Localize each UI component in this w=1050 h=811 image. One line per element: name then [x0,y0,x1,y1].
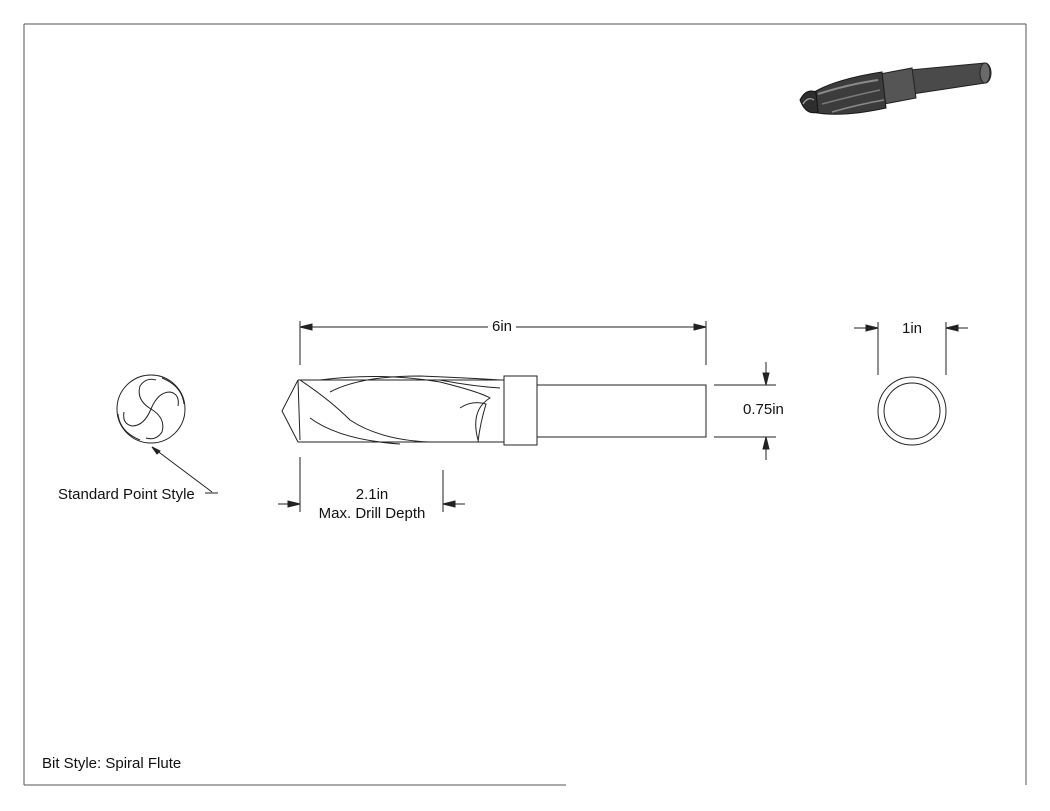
dim-overall-length [299,321,707,365]
drill-depth-label: Max. Drill Depth [318,505,426,522]
overall-length-label: 6in [491,318,513,335]
drill-depth-value: 2.1in [355,486,389,503]
bit-style-label: Bit Style: Spiral Flute [42,755,182,772]
point-end-view [116,374,218,494]
point-style-label: Standard Point Style [58,486,195,503]
sheet-border [23,23,1027,786]
dim-drill-depth [278,457,465,512]
drill-side-view [281,375,707,446]
dim-shank-diameter [714,362,776,460]
isometric-render [799,62,992,115]
shank-end-view [854,322,968,446]
shank-diameter-label: 0.75in [743,401,784,418]
cutting-diameter-label: 1in [901,320,923,337]
